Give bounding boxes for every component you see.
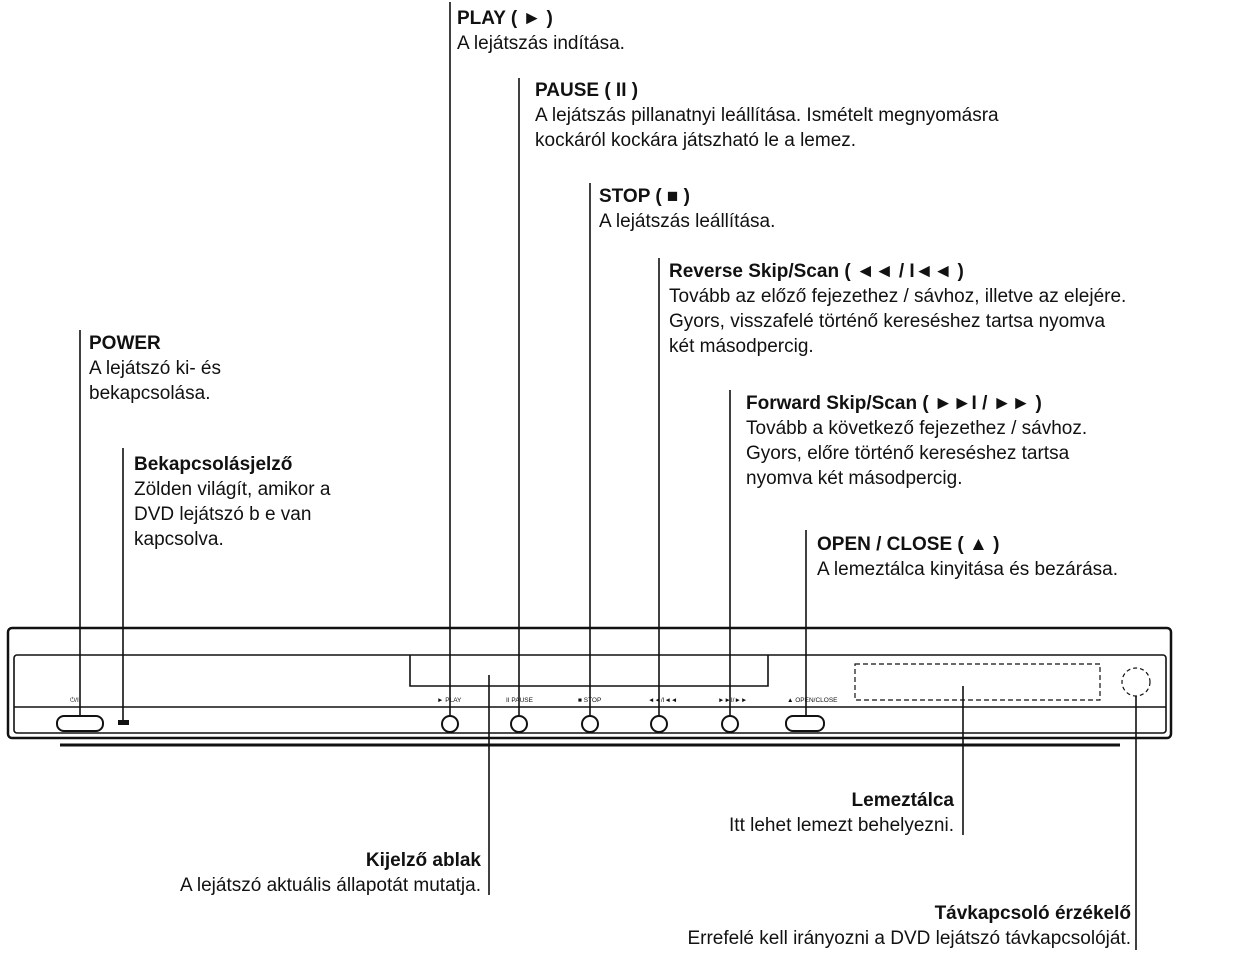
callout-forward-line-2: Gyors, előre történő kereséshez tartsa — [746, 443, 1070, 464]
callout-power-line-1: A lejátszó ki- és — [89, 358, 221, 379]
callout-indicator-line-2: DVD lejátszó b e van — [134, 504, 312, 525]
callout-remote-title: Távkapcsoló érzékelő — [934, 903, 1131, 924]
forward-button[interactable] — [721, 715, 739, 733]
power-indicator — [118, 720, 129, 725]
callout-open-close: OPEN / CLOSE ( ▲ ) A lemeztálca kinyitás… — [817, 532, 1118, 582]
callout-indicator-line-1: Zölden világít, amikor a — [134, 479, 331, 500]
callout-play: PLAY ( ► ) A lejátszás indítása. — [457, 6, 625, 56]
callout-stop-title: STOP ( ■ ) — [599, 186, 691, 207]
panel-label-open: ▲ OPEN/CLOSE — [787, 697, 838, 704]
callout-reverse-line-3: két másodpercig. — [669, 336, 814, 357]
callout-pause-line-1: A lejátszás pillanatnyi leállítása. Ismé… — [535, 105, 999, 126]
callout-pause-line-2: kockáról kockára játszható le a lemez. — [535, 130, 857, 151]
callout-play-line-1: A lejátszás indítása. — [457, 33, 625, 54]
callout-reverse: Reverse Skip/Scan ( ◄◄ / I◄◄ ) Tovább az… — [669, 259, 1126, 359]
reverse-button[interactable] — [650, 715, 668, 733]
callout-reverse-title: Reverse Skip/Scan ( ◄◄ / I◄◄ ) — [669, 261, 964, 282]
play-button[interactable] — [441, 715, 459, 733]
stop-button[interactable] — [581, 715, 599, 733]
callout-display-line-1: A lejátszó aktuális állapotát mutatja. — [179, 875, 481, 896]
callout-power: POWER A lejátszó ki- és bekapcsolása. — [89, 331, 221, 406]
callout-forward-title: Forward Skip/Scan ( ►►I / ►► ) — [746, 393, 1042, 414]
callout-forward-line-3: nyomva két másodpercig. — [746, 468, 963, 489]
callout-reverse-line-2: Gyors, visszafelé történő kereséshez tar… — [669, 311, 1106, 332]
callout-indicator-title: Bekapcsolásjelző — [134, 454, 293, 475]
callout-tray: Lemeztálca Itt lehet lemezt behelyezni. — [729, 788, 954, 838]
callout-tray-line-1: Itt lehet lemezt behelyezni. — [729, 815, 954, 836]
callout-remote-line-1: Errefelé kell irányozni a DVD lejátszó t… — [687, 928, 1131, 949]
callout-stop: STOP ( ■ ) A lejátszás leállítása. — [599, 184, 775, 234]
callout-play-title: PLAY ( ► ) — [457, 8, 553, 29]
callout-display: Kijelző ablak A lejátszó aktuális állapo… — [180, 848, 481, 898]
callout-reverse-line-1: Tovább az előző fejezethez / sávhoz, ill… — [669, 286, 1127, 307]
disc-tray — [409, 655, 769, 687]
panel-label-pause: II PAUSE — [506, 697, 534, 704]
panel-label-forward: ►►I/►► — [718, 697, 747, 704]
callout-remote: Távkapcsoló érzékelő Errefelé kell irány… — [687, 901, 1131, 951]
display-window — [854, 663, 1101, 701]
callout-pause-title: PAUSE ( II ) — [535, 80, 639, 101]
panel-label-power: ⏻/I — [70, 697, 79, 704]
callout-indicator-line-3: kapcsolva. — [134, 529, 224, 550]
callout-indicator: Bekapcsolásjelző Zölden világít, amikor … — [134, 452, 330, 552]
power-button[interactable] — [56, 715, 104, 732]
panel-label-reverse: ◄◄/I◄◄ — [648, 697, 677, 704]
callout-stop-line-1: A lejátszás leállítása. — [599, 211, 776, 232]
callout-display-title: Kijelző ablak — [365, 850, 481, 871]
callout-power-line-2: bekapcsolása. — [89, 383, 211, 404]
callout-power-title: POWER — [89, 333, 161, 354]
callout-forward-line-1: Tovább a következő fejezethez / sávhoz. — [746, 418, 1088, 439]
pause-button[interactable] — [510, 715, 528, 733]
callout-open-line-1: A lemeztálca kinyitása és bezárása. — [817, 559, 1118, 580]
open-close-button[interactable] — [785, 715, 825, 732]
callout-tray-title: Lemeztálca — [851, 790, 954, 811]
callout-pause: PAUSE ( II ) A lejátszás pillanatnyi leá… — [535, 78, 999, 153]
callout-forward: Forward Skip/Scan ( ►►I / ►► ) Tovább a … — [746, 391, 1087, 491]
callout-open-title: OPEN / CLOSE ( ▲ ) — [817, 534, 1000, 555]
